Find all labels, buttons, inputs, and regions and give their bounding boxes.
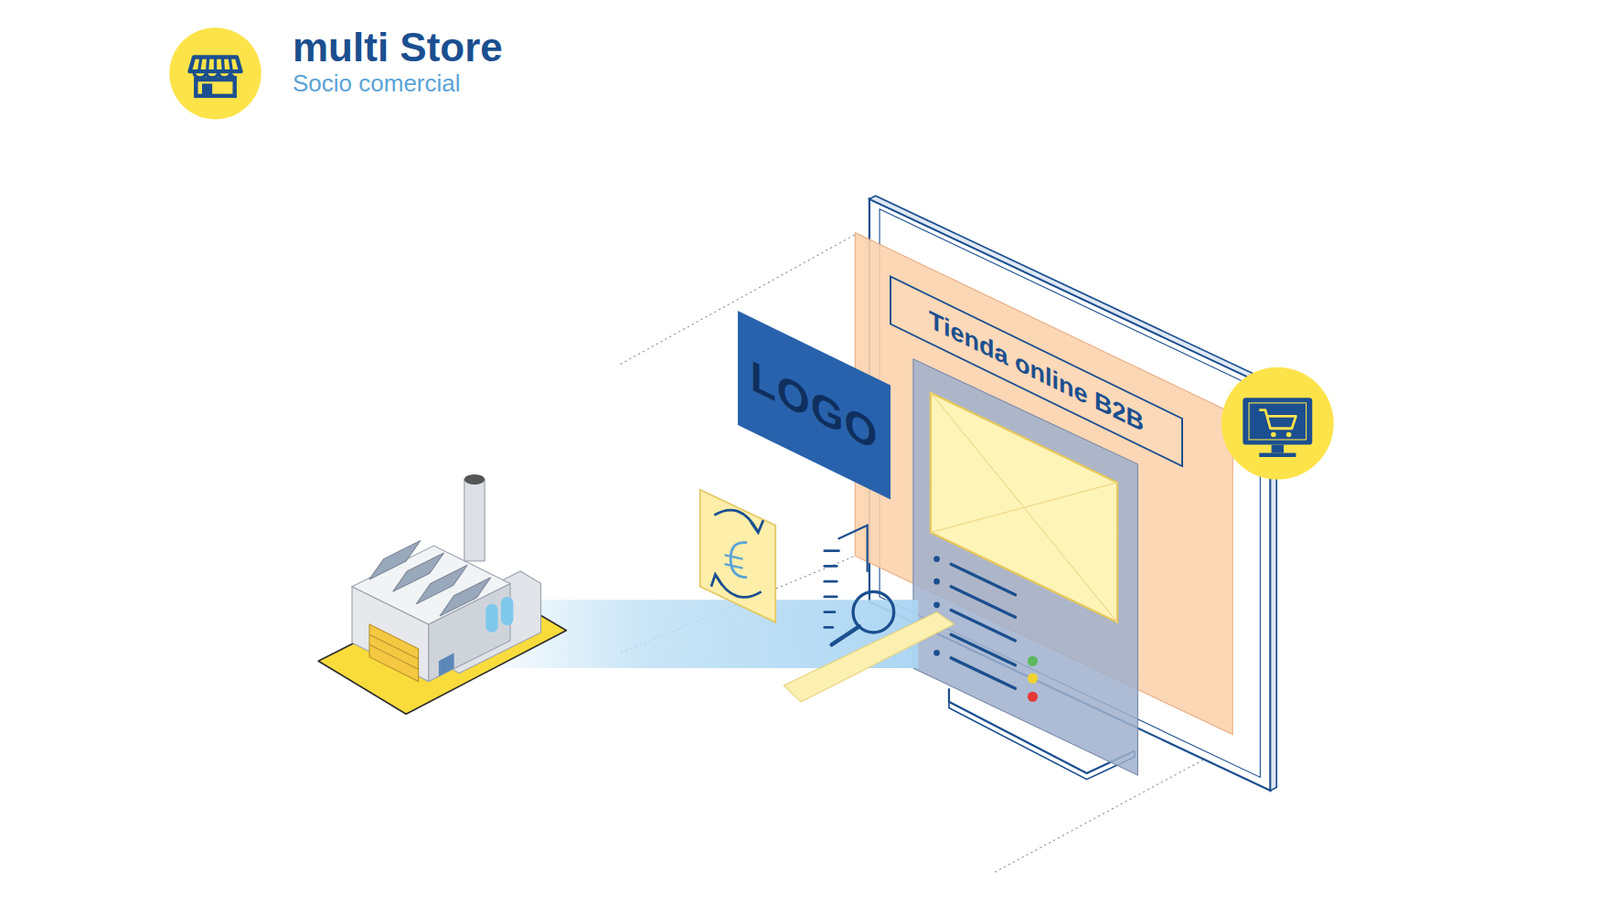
subtitle: Socio comercial xyxy=(292,69,503,98)
factory-part xyxy=(464,474,485,485)
online-shop-badge-part xyxy=(1248,403,1307,440)
list-bullets-part xyxy=(933,578,940,586)
list-lines xyxy=(950,564,1015,689)
currency-exchange-icon-part xyxy=(750,520,763,533)
page-title: multi Store xyxy=(292,25,503,70)
search-document-icon-part xyxy=(824,610,835,614)
store-icon-part xyxy=(202,84,213,96)
image-placeholder-part xyxy=(930,393,1118,623)
currency-exchange-icon-part xyxy=(714,510,758,531)
factory-part xyxy=(369,624,419,683)
factory-part xyxy=(438,652,455,677)
search-document-icon-part xyxy=(832,626,860,645)
image-placeholder xyxy=(930,393,1118,623)
factory-part xyxy=(369,634,419,660)
search-document-icon-part xyxy=(824,596,837,599)
list-lines-part xyxy=(950,586,1015,618)
online-shop-badge-part xyxy=(1270,432,1277,438)
image-placeholder-part xyxy=(930,482,1118,534)
store-icon-part xyxy=(193,71,237,78)
search-document-icon-part xyxy=(824,626,833,630)
store-icon-part xyxy=(169,27,261,119)
online-shop-badge-part xyxy=(1258,410,1296,429)
currency-exchange-icon-part xyxy=(715,576,761,598)
search-document-icon xyxy=(824,525,895,646)
list-bullets-part xyxy=(933,555,940,563)
factory-part xyxy=(369,644,419,670)
list-lines-part xyxy=(950,658,1015,689)
factory-part xyxy=(464,480,485,562)
factory-part xyxy=(439,577,491,617)
online-shop-badge-part xyxy=(1242,397,1312,445)
status-dots-part xyxy=(1027,692,1038,703)
search-document-icon-part xyxy=(838,525,867,572)
store-icon xyxy=(169,27,261,119)
store-icon-part xyxy=(195,79,235,96)
currency-exchange-icon-part xyxy=(711,574,723,587)
factory xyxy=(318,474,566,715)
factory-part xyxy=(501,597,513,626)
status-dots xyxy=(1027,656,1038,703)
header: multi StoreSocio comercial xyxy=(292,25,503,99)
online-shop-badge-part xyxy=(1286,432,1292,438)
list-lines-part xyxy=(950,609,1015,640)
search-document-icon-part xyxy=(824,565,837,568)
image-placeholder-part xyxy=(930,393,1118,623)
currency-exchange-icon-part xyxy=(730,543,747,578)
online-shop-badge xyxy=(1221,367,1334,480)
list-bullets xyxy=(933,555,940,656)
store-icon-part xyxy=(199,57,233,73)
currency-exchange-icon xyxy=(700,490,777,623)
list-lines-part xyxy=(950,634,1015,665)
status-dots-part xyxy=(1027,656,1038,667)
currency-exchange-icon-part xyxy=(724,554,743,559)
search-document-icon-part xyxy=(824,549,840,553)
search-document-icon-part xyxy=(824,580,837,584)
online-shop-badge-part xyxy=(1271,445,1284,454)
online-shop-badge-part xyxy=(1221,367,1334,480)
status-dots-part xyxy=(1027,673,1038,684)
store-icon-part xyxy=(190,57,242,73)
yellow-strip xyxy=(783,612,954,703)
online-shop-badge-part xyxy=(1258,453,1296,458)
factory-part xyxy=(485,604,498,633)
list-bullets-part xyxy=(933,601,940,608)
currency-exchange-icon-part xyxy=(724,564,743,568)
currency-exchange-icon-part xyxy=(700,490,777,623)
list-bullets-part xyxy=(933,650,940,657)
